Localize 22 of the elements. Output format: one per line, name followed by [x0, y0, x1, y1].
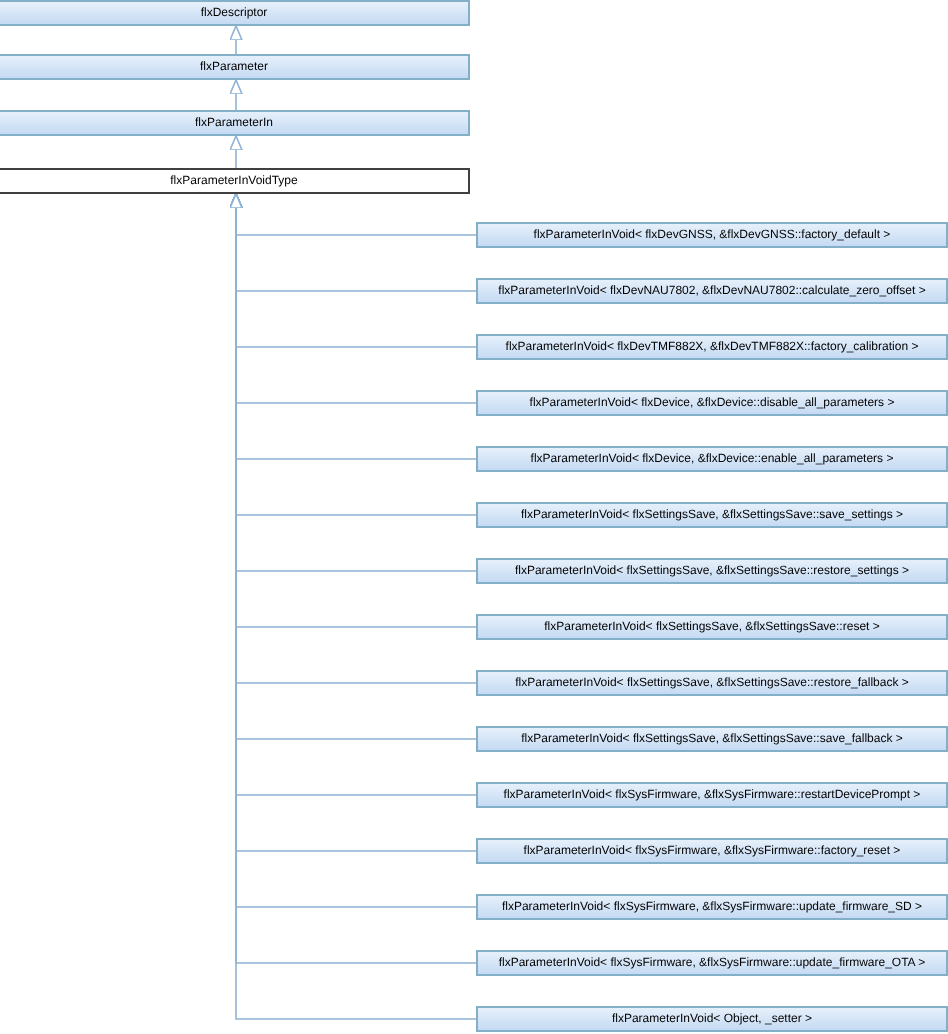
inheritance-arrow [229, 79, 243, 111]
class-box [476, 782, 948, 808]
class-box [0, 110, 470, 136]
inheritance-arrow [229, 135, 243, 169]
class-box [0, 0, 470, 26]
class-box [476, 726, 948, 752]
class-box [476, 894, 948, 920]
class-box [476, 670, 948, 696]
class-box [476, 334, 948, 360]
current-class-box [0, 168, 470, 194]
class-box [476, 390, 948, 416]
class-box [476, 558, 948, 584]
class-box [476, 278, 948, 304]
class-box [476, 1006, 948, 1032]
class-box [476, 502, 948, 528]
class-box [476, 614, 948, 640]
inheritance-arrow [229, 25, 243, 55]
class-box [476, 838, 948, 864]
class-box [476, 222, 948, 248]
class-box [476, 446, 948, 472]
class-box [0, 54, 470, 80]
class-box [476, 950, 948, 976]
